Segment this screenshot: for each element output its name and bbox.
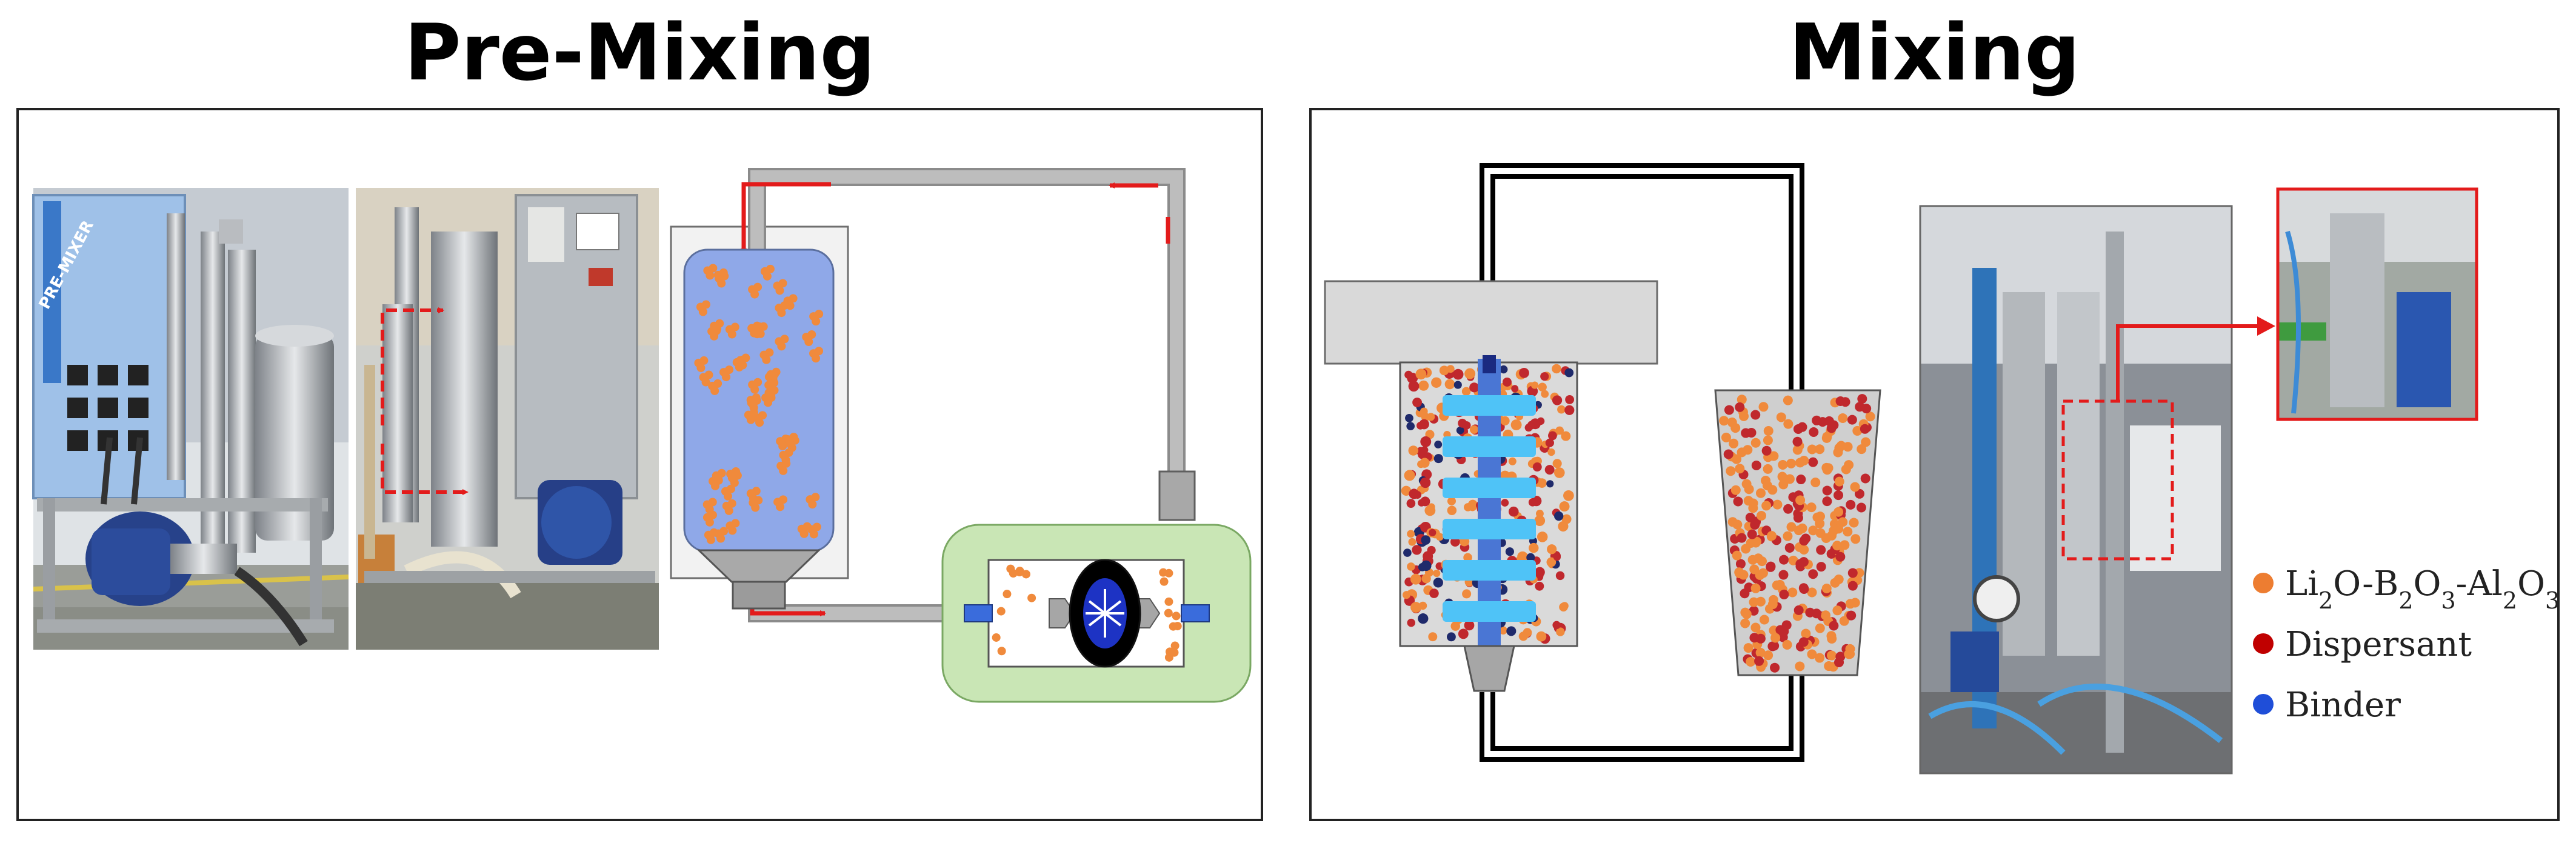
pre-mixing-diagram: PRE-MIXER xyxy=(32,168,1252,703)
mixing-tank xyxy=(1399,355,1578,692)
legend-swatch-binder xyxy=(2253,694,2274,715)
mixing-title: Mixing xyxy=(1789,8,2080,98)
vessel-particles xyxy=(694,264,824,544)
legend-item-oxide: Li2O-B2O3-Al2O3 xyxy=(2253,564,2557,614)
mixing-inset-photo xyxy=(2276,187,2478,421)
storage-tank-particles xyxy=(1719,394,1875,673)
storage-tank xyxy=(1714,389,1881,676)
pre-mixing-schematic xyxy=(670,168,1252,703)
pre-mixing-panel: PRE-MIXER xyxy=(16,108,1263,821)
pre-mixing-vessel xyxy=(683,248,835,610)
legend-swatch-dispersant xyxy=(2253,633,2274,654)
mixing-system-photo xyxy=(1919,205,2275,775)
pre-mixer-machine-photo: PRE-MIXER xyxy=(32,188,349,650)
legend-label-oxide: Li2O-B2O3-Al2O3 xyxy=(2285,564,2557,614)
mixer-particles xyxy=(992,564,1182,662)
mixing-panel: Li2O-B2O3-Al2O3 Dispersant Binder xyxy=(1309,108,2560,821)
legend-item-dispersant: Dispersant xyxy=(2253,625,2472,664)
mixing-diagram: Li2O-B2O3-Al2O3 Dispersant Binder xyxy=(1324,163,2557,775)
rotor-blades xyxy=(1086,589,1124,638)
legend: Li2O-B2O3-Al2O3 Dispersant Binder xyxy=(2253,564,2557,725)
legend-item-binder: Binder xyxy=(2253,685,2401,725)
control-panel-buttons xyxy=(67,365,148,451)
legend-swatch-oxide xyxy=(2253,573,2274,593)
agitator-blades xyxy=(1443,395,1536,622)
pre-mixer-piping-photo xyxy=(356,188,659,650)
pre-mixing-title: Pre-Mixing xyxy=(404,8,876,98)
mixer-lid xyxy=(1324,280,1658,365)
high-shear-mixer xyxy=(941,524,1252,703)
legend-label-binder: Binder xyxy=(2285,685,2401,725)
legend-label-dispersant: Dispersant xyxy=(2285,625,2472,664)
